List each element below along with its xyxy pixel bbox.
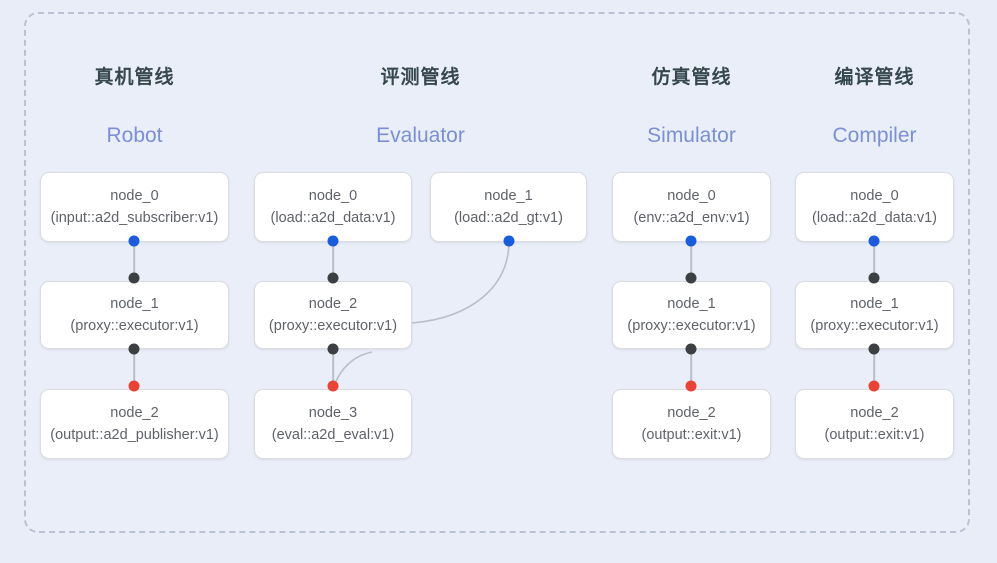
port-relay-robot-1-bottom[interactable] bbox=[128, 343, 140, 355]
column-subtitle-robot: Robot bbox=[106, 124, 163, 147]
link-evaluator-0-2 bbox=[332, 241, 334, 278]
port-relay-evaluator-2-top[interactable] bbox=[327, 272, 339, 284]
column-title-compiler: 编译管线 bbox=[834, 67, 915, 88]
node-evaluator-1[interactable]: node_1 (load::a2d_gt:v1) bbox=[430, 172, 587, 242]
node-label-name: node_2 bbox=[850, 404, 899, 421]
node-label-type: (output::exit:v1) bbox=[641, 427, 742, 443]
port-relay-compiler-1-bottom[interactable] bbox=[868, 343, 880, 355]
port-relay-robot-1-top[interactable] bbox=[128, 272, 140, 284]
node-simulator-2[interactable]: node_2 (output::exit:v1) bbox=[612, 389, 771, 459]
node-label-type: (proxy::executor:v1) bbox=[810, 318, 939, 334]
node-simulator-0[interactable]: node_0 (env::a2d_env:v1) bbox=[612, 172, 771, 242]
port-relay-compiler-1-top[interactable] bbox=[868, 272, 880, 284]
node-label-name: node_0 bbox=[110, 187, 159, 204]
column-subtitle-evaluator: Evaluator bbox=[376, 124, 465, 147]
node-label-name: node_2 bbox=[667, 404, 716, 421]
node-label-type: (load::a2d_data:v1) bbox=[270, 210, 396, 226]
link-compiler-0-1 bbox=[873, 241, 875, 278]
column-subtitle-compiler: Compiler bbox=[832, 124, 917, 147]
node-label-type: (env::a2d_env:v1) bbox=[633, 210, 750, 226]
node-robot-1[interactable]: node_1 (proxy::executor:v1) bbox=[40, 281, 229, 349]
port-input-simulator-2[interactable] bbox=[685, 380, 697, 392]
node-evaluator-0[interactable]: node_0 (load::a2d_data:v1) bbox=[254, 172, 412, 242]
node-simulator-1[interactable]: node_1 (proxy::executor:v1) bbox=[612, 281, 771, 349]
link-robot-1-2 bbox=[133, 349, 135, 386]
node-label-name: node_0 bbox=[850, 187, 899, 204]
node-label-name: node_0 bbox=[308, 187, 358, 204]
node-label-type: (output::exit:v1) bbox=[824, 427, 925, 443]
port-output-evaluator-1[interactable] bbox=[503, 235, 515, 247]
node-label-type: (load::a2d_gt:v1) bbox=[454, 210, 563, 226]
node-label-name: node_1 bbox=[667, 295, 716, 312]
node-label-name: node_1 bbox=[484, 187, 533, 204]
node-label-name: node_3 bbox=[308, 404, 358, 421]
port-output-compiler-0[interactable] bbox=[868, 235, 880, 247]
node-label-type: (load::a2d_data:v1) bbox=[812, 210, 937, 226]
port-relay-simulator-1-top[interactable] bbox=[685, 272, 697, 284]
node-robot-0[interactable]: node_0 (input::a2d_subscriber:v1) bbox=[40, 172, 229, 242]
link-compiler-1-2 bbox=[873, 349, 875, 386]
node-label-name: node_2 bbox=[308, 295, 358, 312]
node-compiler-1[interactable]: node_1 (proxy::executor:v1) bbox=[795, 281, 954, 349]
column-subtitle-simulator: Simulator bbox=[647, 124, 736, 147]
node-label-type: (eval::a2d_eval:v1) bbox=[271, 427, 395, 443]
column-title-robot: 真机管线 bbox=[94, 67, 175, 88]
column-title-simulator: 仿真管线 bbox=[651, 67, 732, 88]
column-title-evaluator: 评测管线 bbox=[380, 67, 461, 88]
port-output-simulator-0[interactable] bbox=[685, 235, 697, 247]
node-label-type: (proxy::executor:v1) bbox=[70, 318, 199, 334]
link-simulator-1-2 bbox=[690, 349, 692, 386]
node-label-name: node_0 bbox=[667, 187, 716, 204]
node-label-type: (output::a2d_publisher:v1) bbox=[50, 427, 219, 443]
node-compiler-0[interactable]: node_0 (load::a2d_data:v1) bbox=[795, 172, 954, 242]
node-evaluator-3[interactable]: node_3 (eval::a2d_eval:v1) bbox=[254, 389, 412, 459]
port-output-robot-0[interactable] bbox=[128, 235, 140, 247]
port-input-compiler-2[interactable] bbox=[868, 380, 880, 392]
node-evaluator-2[interactable]: node_2 (proxy::executor:v1) bbox=[254, 281, 412, 349]
node-label-name: node_1 bbox=[850, 295, 899, 312]
link-evaluator-2-3 bbox=[332, 349, 334, 386]
node-label-type: (input::a2d_subscriber:v1) bbox=[50, 210, 219, 226]
node-label-name: node_2 bbox=[110, 404, 159, 421]
link-robot-0-1 bbox=[133, 241, 135, 278]
port-input-evaluator-3[interactable] bbox=[327, 380, 339, 392]
port-output-evaluator-0[interactable] bbox=[327, 235, 339, 247]
node-label-type: (proxy::executor:v1) bbox=[268, 318, 398, 334]
port-relay-simulator-1-bottom[interactable] bbox=[685, 343, 697, 355]
node-label-type: (proxy::executor:v1) bbox=[627, 318, 756, 334]
link-simulator-0-1 bbox=[690, 241, 692, 278]
port-input-robot-2[interactable] bbox=[128, 380, 140, 392]
node-compiler-2[interactable]: node_2 (output::exit:v1) bbox=[795, 389, 954, 459]
port-relay-evaluator-2-bottom[interactable] bbox=[327, 343, 339, 355]
node-label-name: node_1 bbox=[110, 295, 159, 312]
node-robot-2[interactable]: node_2 (output::a2d_publisher:v1) bbox=[40, 389, 229, 459]
